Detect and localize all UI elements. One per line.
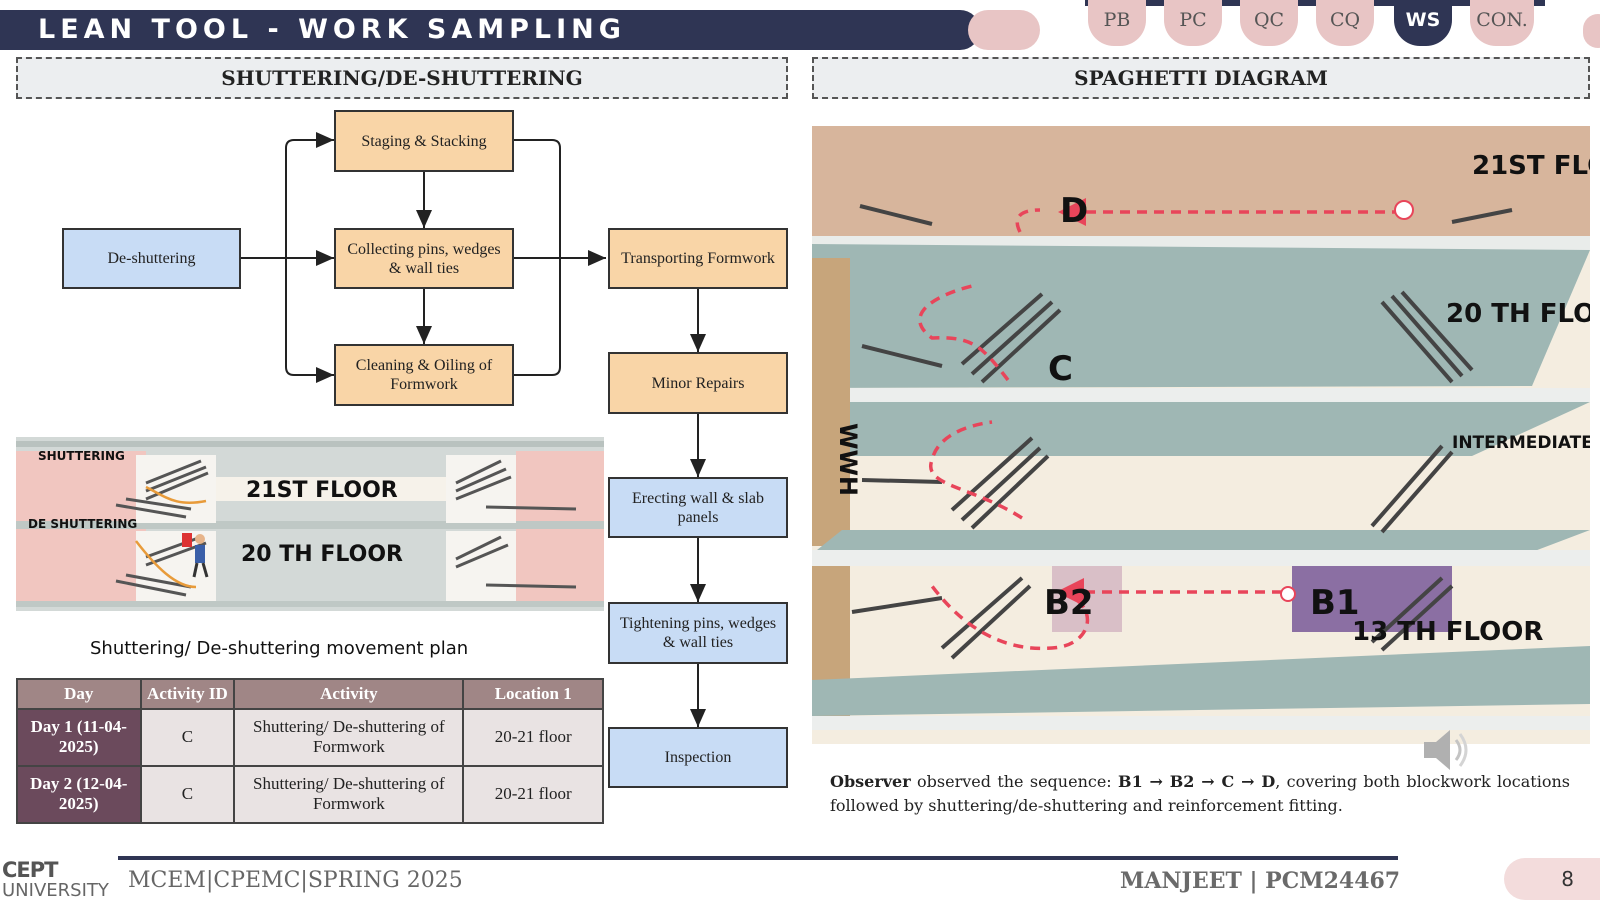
table-row: Day 2 (12-04-2025) C Shuttering/ De-shut… [16, 764, 604, 825]
tab-edge-decoration [1583, 14, 1600, 48]
tab-cq[interactable]: CQ [1316, 0, 1374, 46]
point-label-b1: B1 [1310, 583, 1360, 623]
activity-table: Day Activity ID Activity Location 1 Day … [16, 678, 604, 825]
title-bar [0, 10, 980, 50]
floor-label-13: 13 TH FLOOR [1352, 617, 1543, 647]
plan-label-deshuttering: DE SHUTTERING [28, 517, 137, 531]
footer-divider [118, 856, 1398, 860]
table-header-row: Day Activity ID Activity Location 1 [16, 678, 604, 710]
observer-text-2: , covering both blockwork locations foll… [830, 772, 1571, 815]
cell-location: 20-21 floor [462, 707, 604, 767]
flow-inspection: Inspection [608, 727, 788, 788]
col-activity: Activity [233, 678, 465, 710]
logo-top: CEPT [2, 858, 58, 882]
page-number: 8 [1504, 858, 1600, 900]
tab-ws[interactable]: WS [1394, 0, 1452, 46]
tab-qc[interactable]: QC [1240, 0, 1298, 46]
plan-floor-20: 20 TH FLOOR [241, 542, 403, 567]
flow-minor-repairs: Minor Repairs [608, 352, 788, 414]
logo-bottom: UNIVERSITY [2, 880, 109, 900]
plan-caption: Shuttering/ De-shuttering movement plan [90, 638, 469, 659]
flow-collecting-pins: Collecting pins, wedges & wall ties [334, 228, 514, 289]
cell-activity: Shuttering/ De-shuttering of Formwork [233, 764, 465, 825]
col-location: Location 1 [462, 678, 604, 710]
observer-lead: Observer [830, 772, 911, 791]
plan-label-shuttering: SHUTTERING [38, 449, 125, 463]
flow-tightening-pins: Tightening pins, wedges & wall ties [608, 602, 788, 664]
cell-activity-id: C [139, 764, 236, 825]
title-pill-decoration [968, 10, 1040, 50]
flow-cleaning-oiling: Cleaning & Oiling of Formwork [334, 344, 514, 406]
side-label: WWH [834, 423, 862, 496]
point-label-d: D [1060, 191, 1088, 231]
flow-transporting-formwork: Transporting Formwork [608, 228, 788, 289]
plan-floor-21: 21ST FLOOR [246, 478, 398, 503]
footer-author: MANJEET | PCM24467 [1120, 868, 1401, 894]
floor-label-21: 21ST FLOOR [1472, 151, 1590, 181]
tab-pb[interactable]: PB [1088, 0, 1146, 46]
spaghetti-diagram: 21ST FLOOR 20 TH FLOOR 13 TH FLOOR INTER… [812, 126, 1590, 744]
point-label-c: C [1048, 349, 1073, 389]
tab-pc[interactable]: PC [1164, 0, 1222, 46]
left-section-heading: SHUTTERING/DE-SHUTTERING [16, 57, 788, 99]
tabs-underline [1085, 0, 1545, 6]
cell-activity: Shuttering/ De-shuttering of Formwork [233, 707, 465, 767]
observer-text-1: observed the sequence: [910, 772, 1119, 791]
cell-day: Day 2 (12-04-2025) [16, 764, 142, 825]
cell-day: Day 1 (11-04-2025) [16, 707, 142, 767]
flow-staging-stacking: Staging & Stacking [334, 110, 514, 172]
right-section-heading: SPAGHETTI DIAGRAM [812, 57, 1590, 99]
flow-de-shuttering: De-shuttering [62, 228, 241, 289]
col-day: Day [16, 678, 142, 710]
col-activity-id: Activity ID [139, 678, 236, 710]
cell-activity-id: C [139, 707, 236, 767]
speaker-icon[interactable] [1422, 728, 1470, 772]
flow-erecting-panels: Erecting wall & slab panels [608, 477, 788, 538]
flowchart-connectors [241, 132, 706, 727]
page-title: LEAN TOOL - WORK SAMPLING [38, 14, 626, 45]
point-label-b2: B2 [1044, 583, 1094, 623]
floor-label-20: 20 TH FLOOR [1446, 299, 1590, 329]
table-row: Day 1 (11-04-2025) C Shuttering/ De-shut… [16, 707, 604, 767]
tab-con[interactable]: CON. [1470, 0, 1534, 46]
observer-note: Observer observed the sequence: B1 → B2 … [830, 770, 1570, 818]
observer-sequence: B1 → B2 → C → D [1118, 772, 1276, 791]
cell-location: 20-21 floor [462, 764, 604, 825]
footer-course: MCEM|CPEMC|SPRING 2025 [128, 868, 463, 893]
movement-plan-illustration: SHUTTERING DE SHUTTERING 21ST FLOOR 20 T… [16, 437, 604, 611]
